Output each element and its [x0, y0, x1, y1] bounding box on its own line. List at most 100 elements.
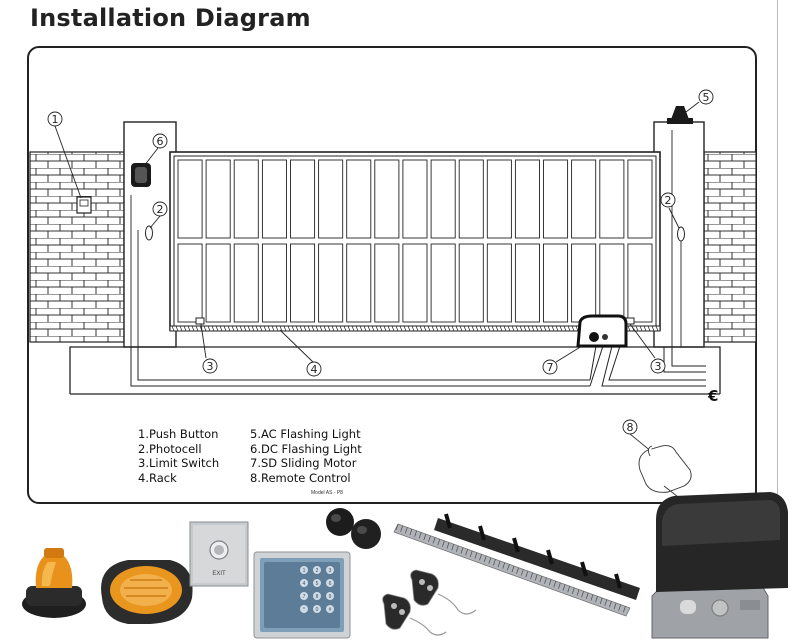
gate-panel [233, 159, 259, 239]
keypad-key [326, 579, 334, 587]
gate-panel [346, 243, 372, 323]
callout-2-right: 2 [665, 194, 672, 207]
photocell-left-icon [145, 225, 153, 241]
callout-1: 1 [52, 113, 59, 126]
gate-panel [402, 159, 428, 239]
legend-item-remote-control: 8.Remote Control [250, 470, 351, 485]
keypad-key [326, 566, 334, 574]
exit-label: EXIT [212, 571, 226, 577]
dc-flashing-light-icon [131, 163, 151, 187]
gate-panel [261, 159, 287, 239]
keypad-key-label: 6 [329, 581, 332, 587]
gate-panel [543, 243, 569, 323]
keypad-key-label: 4 [303, 581, 306, 587]
photocell-photo-icon [326, 508, 381, 549]
legend-right: 5.AC Flashing Light 6.DC Flashing Light … [250, 427, 362, 485]
callout-3-right: 3 [655, 360, 662, 373]
keypad-key [300, 592, 308, 600]
callout-numbers: 1 6 2 2 5 3 4 7 3 8 [52, 91, 710, 434]
gate-panel [458, 243, 484, 323]
callout-8: 8 [627, 421, 634, 434]
page-edge-line [777, 0, 778, 520]
callout-7: 7 [547, 361, 554, 374]
rack-photo-icon [393, 513, 640, 617]
keypad-key [300, 566, 308, 574]
keypad-key [300, 605, 308, 613]
keypad-key [313, 605, 321, 613]
cable-lines [130, 345, 706, 387]
callout-leaders [54, 101, 700, 363]
keypad-key [313, 566, 321, 574]
left-brick-wall [29, 151, 125, 343]
remote-control-photo-icon [382, 569, 477, 636]
keypad-key [300, 579, 308, 587]
keypad-key-label: 7 [303, 594, 306, 600]
gate-panel [374, 243, 400, 323]
gate-panel [177, 243, 203, 323]
gate-panel [486, 159, 512, 239]
page-title: Installation Diagram [30, 4, 311, 32]
callouts [47, 89, 714, 435]
gate-panel [514, 243, 540, 323]
keypad-key-label: * [303, 607, 305, 613]
gate-panel [430, 159, 456, 239]
keypad-key-label: 9 [329, 594, 332, 600]
gate-panel [430, 243, 456, 323]
gate-panel [177, 159, 203, 239]
legend-item-rack: 4.Rack [138, 470, 177, 485]
keypad-key-label: 0 [316, 607, 319, 613]
gate-panel [627, 243, 653, 323]
hand-remote-icon [629, 433, 692, 501]
legend-item-limit-switch: 3.Limit Switch [138, 456, 220, 470]
keypad-key-label: 2 [316, 568, 319, 574]
gate-panel [261, 243, 287, 323]
ac-flashing-light-icon [667, 106, 693, 124]
keypad-key-label: 8 [316, 594, 319, 600]
dc-flashing-light-photo-icon [101, 560, 193, 624]
callout-2-left: 2 [157, 203, 164, 216]
gate-panel [290, 243, 316, 323]
keypad-key [313, 592, 321, 600]
limit-switch-left-icon [195, 317, 205, 325]
power-symbol: € [707, 387, 718, 405]
keypad-key [326, 605, 334, 613]
gate-panel [543, 159, 569, 239]
gate-panel [290, 159, 316, 239]
keypad-key-label: 1 [303, 568, 306, 574]
legend-item-sd-sliding-motor: 7.SD Sliding Motor [250, 456, 357, 470]
sliding-gate [169, 151, 661, 331]
keypad-key [326, 592, 334, 600]
legend-left: 1.Push Button 2.Photocell 3.Limit Switch… [138, 427, 219, 485]
photocell-right-icon [677, 226, 685, 242]
legend-item-ac-flashing-light: 5.AC Flashing Light [250, 427, 361, 441]
callout-4: 4 [311, 363, 318, 376]
legend-item-dc-flashing-light: 6.DC Flashing Light [250, 441, 362, 456]
ac-flashing-light-photo-icon [22, 548, 86, 618]
exit-push-button-photo-icon: EXIT [189, 521, 249, 587]
gate-panel [627, 159, 653, 239]
ground-lines [69, 346, 721, 395]
gate-panel [458, 159, 484, 239]
callout-3-left: 3 [207, 360, 214, 373]
gate-panel [233, 243, 259, 323]
model-label: Model AS - P8 [311, 490, 343, 496]
legend-item-push-button: 1.Push Button [138, 427, 219, 441]
keypad-key [313, 579, 321, 587]
gate-panel [571, 159, 597, 239]
gate-panel [599, 159, 625, 239]
legend-item-photocell: 2.Photocell [138, 441, 202, 456]
sliding-motor-photo-icon [651, 492, 788, 639]
gate-panel [514, 159, 540, 239]
right-brick-wall [703, 151, 757, 343]
gate-panel [486, 243, 512, 323]
keypad-key-label: # [329, 607, 332, 613]
gate-panel [346, 159, 372, 239]
gate-panel [318, 159, 344, 239]
gate-panel [318, 243, 344, 323]
callout-5: 5 [703, 91, 710, 104]
gate-panel [402, 243, 428, 323]
keypad-key-label: 3 [329, 568, 332, 574]
